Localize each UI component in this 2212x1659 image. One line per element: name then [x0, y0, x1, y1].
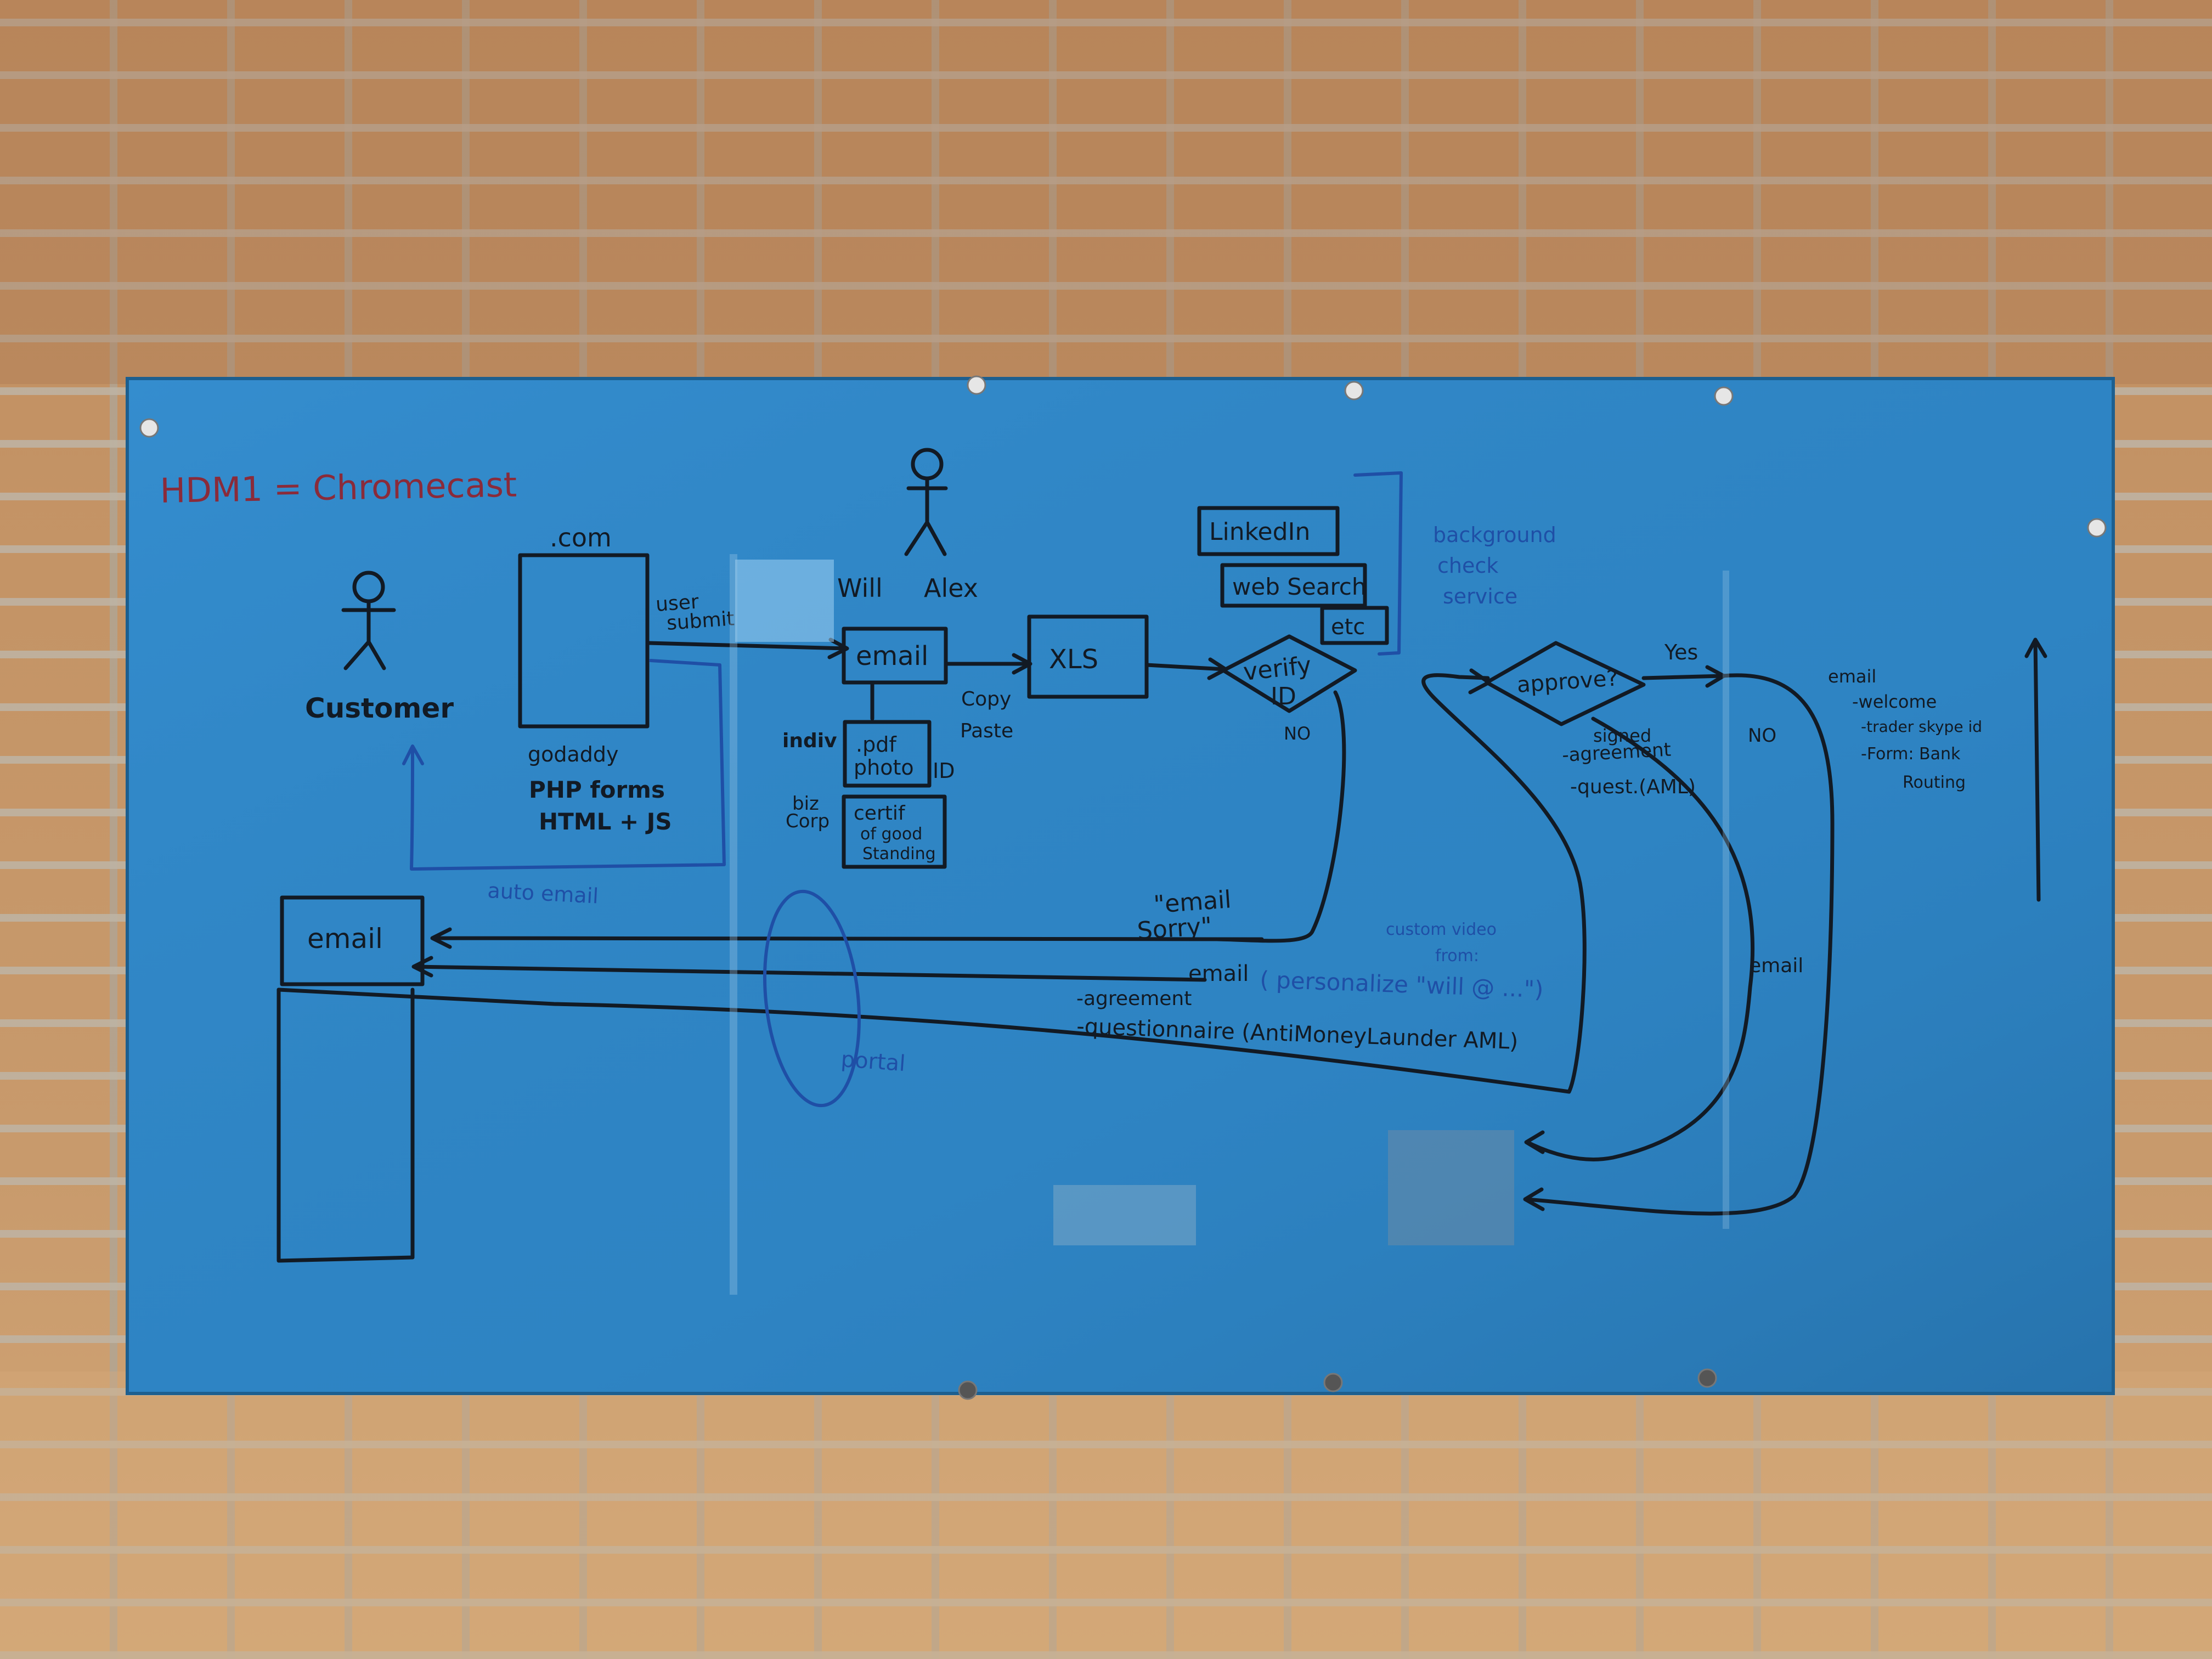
approved-email-arrow [411, 956, 1207, 982]
etc-box [1320, 606, 1389, 645]
welcome-label: -welcome [1852, 691, 1937, 712]
sorry-email-arrow [430, 927, 1264, 949]
xls-box [1027, 614, 1149, 699]
standoff-bottom2 [1323, 1373, 1343, 1392]
biz-doc-line1: certif [854, 802, 906, 825]
website-box [518, 553, 650, 729]
arrow-into-approve [1468, 668, 1491, 695]
biz-doc-box [842, 794, 947, 869]
outbound-email-label: email [1188, 961, 1249, 986]
portal-label: portal [840, 1047, 906, 1076]
header-note: HDM1 = Chromecast [160, 465, 517, 511]
reflection-laptop [1388, 1130, 1514, 1245]
verify-no-path [1216, 690, 1346, 943]
standoff-top-mid [967, 375, 986, 395]
source-etc: etc [1331, 614, 1365, 640]
customer-inbox-box [276, 988, 415, 1263]
customer-label: Customer [305, 692, 454, 724]
background-label-line1: background [1433, 523, 1556, 547]
staff-stick-figure-icon [904, 448, 948, 556]
website-tech-line2: HTML + JS [539, 808, 672, 835]
staff-name-will: Will [837, 573, 883, 603]
auto-email-label: auto email [487, 878, 599, 909]
black-marker-lines [276, 448, 2047, 1263]
web-search-box [1220, 563, 1367, 608]
quest-label: -quest.(AML) [1570, 776, 1696, 798]
standoff-right [2087, 518, 2107, 538]
portal-ellipse [763, 889, 861, 1108]
arrow-website-to-email [646, 637, 849, 659]
mounting-standoffs [139, 375, 2107, 1400]
website-title: .com [550, 523, 612, 552]
agreement-label: -agreement [1076, 988, 1192, 1010]
biz-label-line1: biz [792, 793, 819, 815]
source-linkedin: LinkedIn [1209, 518, 1310, 546]
biz-doc-line3: Standing [862, 844, 936, 864]
copy-label: Copy [961, 688, 1011, 710]
upward-arrow [2024, 637, 2047, 902]
standoff-bottom3 [1697, 1368, 1717, 1388]
approve-no-label: NO [1748, 725, 1776, 747]
linkedin-box [1197, 506, 1340, 556]
standoff-bottom1 [958, 1380, 978, 1400]
glass-reflections [730, 554, 1729, 1295]
form-label-line1: -Form: Bank [1861, 744, 1961, 764]
standoff-top-left [139, 418, 159, 438]
intake-email-box [842, 627, 948, 685]
user-submit-line1: user [655, 591, 699, 616]
blue-marker-lines [402, 471, 1403, 1108]
glass-board [126, 377, 2115, 1395]
customer-email-box [280, 895, 425, 986]
xls-label: XLS [1049, 644, 1098, 675]
reflection-desk-papers [1053, 1185, 1196, 1245]
customer-stick-figure-icon [341, 571, 396, 670]
welcome-email-label: email [1828, 666, 1876, 687]
background-label-line2: check [1437, 554, 1498, 578]
indiv-label: indiv [782, 730, 837, 752]
approve-email-mid: email [1749, 955, 1803, 977]
verify-no-label: NO [1284, 723, 1311, 744]
board-text: HDM1 = Chromecast Customer Will Alex .co… [160, 465, 1982, 1077]
website-tech-line1: PHP forms [529, 776, 665, 803]
paste-label: Paste [960, 720, 1013, 742]
biz-doc-line2: of good [860, 825, 922, 844]
standoff-top-right1 [1344, 381, 1364, 400]
custom-video-line1: custom video [1386, 920, 1497, 939]
background-check-bracket [1353, 471, 1403, 656]
biz-label-line2: Corp [786, 810, 830, 832]
verify-id-diamond [1221, 634, 1357, 713]
user-submit-line2: submit [666, 607, 735, 635]
trader-label: -trader skype id [1861, 718, 1982, 736]
auto-email-loop [402, 659, 726, 871]
website-host: godaddy [528, 742, 619, 766]
indiv-doc-box [843, 720, 932, 788]
approve-no-route [1524, 716, 1755, 1161]
reflection-window [735, 560, 834, 642]
reflection-door-frame-right [1723, 571, 1729, 1229]
customer-inbox-email-label: email [307, 923, 383, 955]
source-web-search: web Search [1232, 573, 1367, 600]
standoff-top-right2 [1714, 386, 1734, 406]
approve-yes-label: Yes [1664, 640, 1698, 664]
staff-name-alex: Alex [924, 573, 978, 603]
form-label-line2: Routing [1903, 773, 1966, 792]
custom-video-line2: from: [1435, 946, 1479, 966]
yes-route [1523, 673, 1835, 1216]
verify-line2: ID [1271, 682, 1296, 710]
signed-line1: signed [1593, 725, 1651, 746]
reflection-door-frame [730, 554, 737, 1295]
indiv-doc-suffix: ID [933, 759, 955, 783]
intake-email-label: email [856, 641, 928, 672]
indiv-doc-line1: .pdf [856, 732, 897, 757]
sorry-line2: Sorry" [1136, 912, 1213, 945]
background-label-line3: service [1443, 584, 1517, 608]
return-line-to-inbox [276, 673, 1587, 1094]
approve-diamond [1485, 641, 1646, 726]
indiv-doc-line2: photo [854, 755, 914, 780]
sorry-line1: "email [1153, 885, 1232, 919]
